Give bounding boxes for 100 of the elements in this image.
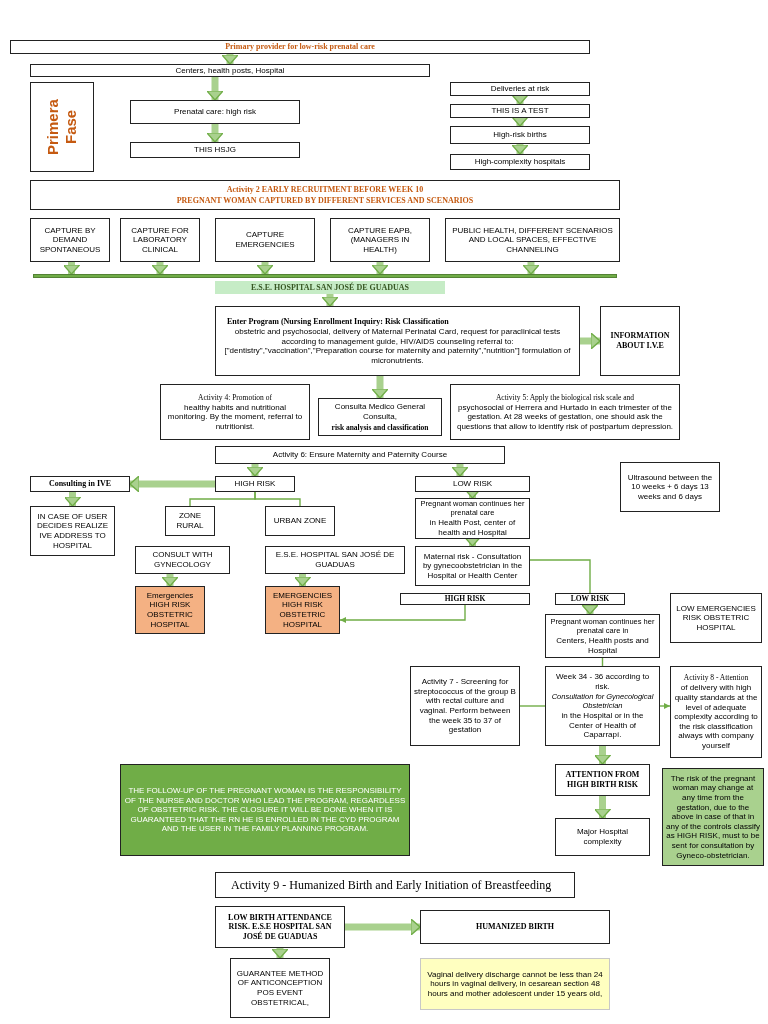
node-text: HUMANIZED BIRTH [475, 922, 555, 932]
node-text: Ultrasound between the 10 weeks + 6 days 13 weeks and 6 days [626, 472, 714, 502]
node-text: THIS HSJG [194, 145, 236, 155]
process-box [135, 586, 205, 634]
block-arrow [165, 574, 175, 587]
node-text: Major Hospital complexity [575, 827, 630, 847]
node-text: Consulta Medico General Consulta, [333, 402, 427, 422]
process-box [555, 593, 625, 605]
node-text: CAPTURE EMERGENCIES [234, 230, 296, 250]
process-box [545, 666, 660, 746]
block-arrow [580, 336, 601, 346]
node-text: psychosocial of Herrera and Hurtado in each trimester of the gestation. At 28 weeks of gestation, one should ask the questions that allow to identify risk of postpartum depression. [455, 402, 675, 432]
node-text: PREGNANT WOMAN CAPTURED BY DIFFERENT SERVICES AND SCENARIOS [176, 195, 474, 206]
node-text: High-complexity hospitals [474, 157, 566, 167]
node-text: HIGH RISK [234, 479, 276, 489]
connector-line [254, 491, 301, 507]
node-text: E.S.E. HOSPITAL SAN JOSÉ DE GUADUAS [274, 550, 396, 570]
process-box [10, 40, 590, 54]
node-text: CAPTURE FOR LABORATORY CLINICAL [130, 225, 190, 255]
node-text: GUARANTEE METHOD OF ANTICONCEPTION POS EVENT OBSTETRICAL, [235, 968, 325, 1008]
process-box [265, 506, 335, 536]
process-box [265, 586, 340, 634]
node-text: Activity 9 - Humanized Birth and Early Initiation of Breastfeeding [230, 877, 552, 893]
node-text: Emergencies HIGH RISK OBSTETRIC HOSPITAL [145, 590, 195, 630]
block-arrow [597, 746, 608, 765]
node-text: Enter Program (Nursing Enrollment Inquiry: Risk Classification [226, 316, 449, 327]
process-box [215, 906, 345, 948]
node-text: THIS IS A TEST [491, 106, 549, 116]
process-box [230, 958, 330, 1018]
process-box [318, 398, 442, 436]
node-text: EMERGENCIES HIGH RISK OBSTETRIC HOSPITAL [271, 590, 334, 630]
process-box [30, 82, 94, 172]
node-text: Primary provider for low-risk prenatal care [225, 42, 375, 52]
node-text: The risk of the pregnant woman may change at any time from the gestation, due to the above in case of that in any of the controls classify as HIGH RISK, must to be sent for consultation by Gyneco-obstetrician. [666, 773, 760, 861]
node-text: LOW BIRTH ATTENDANCE RISK. E.S.E HOSPITAL SAN JOSÉ DE GUADUAS [227, 912, 333, 942]
process-box [215, 476, 295, 492]
process-box [130, 142, 300, 158]
process-box [450, 384, 680, 440]
connector-line [339, 604, 466, 623]
node-text: Consulting in IVE [48, 479, 112, 489]
process-box [30, 180, 620, 210]
process-box [670, 593, 762, 643]
process-box [215, 306, 580, 376]
node-text: healthy habits and nutritional monitoring. By the moment, referral to nutritionist. [166, 402, 304, 432]
block-arrow [345, 922, 421, 932]
node-text: Activity 7 - Screening for streptococcus of the group B with rectal culture and vaginal. Perform between the week 35 to 37 of gestation [414, 677, 516, 735]
process-box [600, 306, 680, 376]
process-box [555, 764, 650, 796]
block-arrow [526, 262, 536, 275]
process-box [215, 218, 315, 262]
node-text: THE FOLLOW-UP OF THE PREGNANT WOMAN IS THE RESPONSIBILITY OF THE NURSE AND DOCTOR WHO LEAD THE PROGRAM, REGARDLESS OF OBSTETRIC RISK. THE CLOSURE IT WILL BE DONE WHEN IT IS GUARANTEED THAT THE RN HE IS ENROLLED IN THE CYD PROGRAM AND THE USER IN THE FAMILY PLANNING PROGRAM. [124, 786, 406, 834]
process-box [555, 818, 650, 856]
node-text: Activity 2 EARLY RECRUITMENT BEFORE WEEK 10 [226, 184, 424, 195]
block-arrow [210, 124, 220, 143]
node-text: obstetric and psychosocial, delivery of Maternal Perinatal Card, request for paraclinical tests according to management guide, HIV/AIDS counseling referral to: ["dentistry","vaccination","Preparation course for maternity and paternity","nutrition"] formulation of micronutrients. [223, 327, 572, 366]
node-text: INFORMATION ABOUT I.V.E [609, 331, 671, 351]
process-box [450, 126, 590, 144]
block-arrow [375, 376, 385, 399]
block-arrow [297, 574, 308, 587]
vertical-label: Primera Fase [44, 98, 80, 157]
process-box [265, 546, 405, 574]
node-text: PUBLIC HEALTH, DIFFERENT SCENARIOS AND LOCAL SPACES, EFFECTIVE CHANNELING [451, 225, 614, 255]
process-box [670, 666, 762, 758]
process-box [415, 476, 530, 492]
process-box [545, 614, 660, 658]
process-box [330, 218, 430, 262]
connector-line [529, 559, 591, 594]
process-box [215, 446, 505, 464]
process-box [415, 546, 530, 586]
note-box [120, 764, 410, 856]
process-box [445, 218, 620, 262]
process-box [130, 100, 300, 124]
process-box [450, 104, 590, 118]
connector-line [519, 705, 546, 707]
block-arrow [66, 262, 77, 275]
node-text: CAPTURE EAPB, (MANAGERS IN HEALTH) [347, 225, 413, 255]
connector-bar [33, 274, 617, 278]
process-box [30, 476, 130, 492]
node-text: IN CASE OF USER DECIDES REALIZE IVE ADDRESS TO HOSPITAL [35, 511, 110, 551]
hospital-band [215, 281, 445, 294]
process-box [420, 910, 610, 944]
node-text: Vaginal delivery discharge cannot be less than 24 hours in vaginal delivery, in cesarean section 48 hours and mother adolescent under 15 years old, [426, 969, 604, 999]
process-box [30, 64, 430, 77]
node-text: URBAN ZONE [273, 516, 327, 526]
process-box [135, 546, 230, 574]
node-text: Week 34 - 36 according to risk. [554, 672, 651, 692]
block-arrow [597, 796, 608, 819]
node-text: CONSULT WITH GYNECOLOGY [151, 550, 214, 570]
connector-line [659, 703, 671, 709]
node-text: of delivery with high quality standards at the level of adequate complexity according to the risk classification always with company yourself [674, 683, 758, 751]
block-arrow [210, 77, 220, 101]
process-box [120, 218, 200, 262]
process-box [30, 218, 110, 262]
process-box [620, 462, 720, 512]
node-text: High-risk births [493, 130, 547, 140]
node-text: E.S.E. HOSPITAL SAN JOSÉ DE GUADUAS [250, 282, 410, 293]
node-text: CAPTURE BY DEMAND SPONTANEOUS [38, 225, 102, 255]
node-text: in the Hospital or in the Center of Health of Caparrapí. [560, 711, 645, 740]
process-box [215, 872, 575, 898]
process-box [400, 593, 530, 605]
